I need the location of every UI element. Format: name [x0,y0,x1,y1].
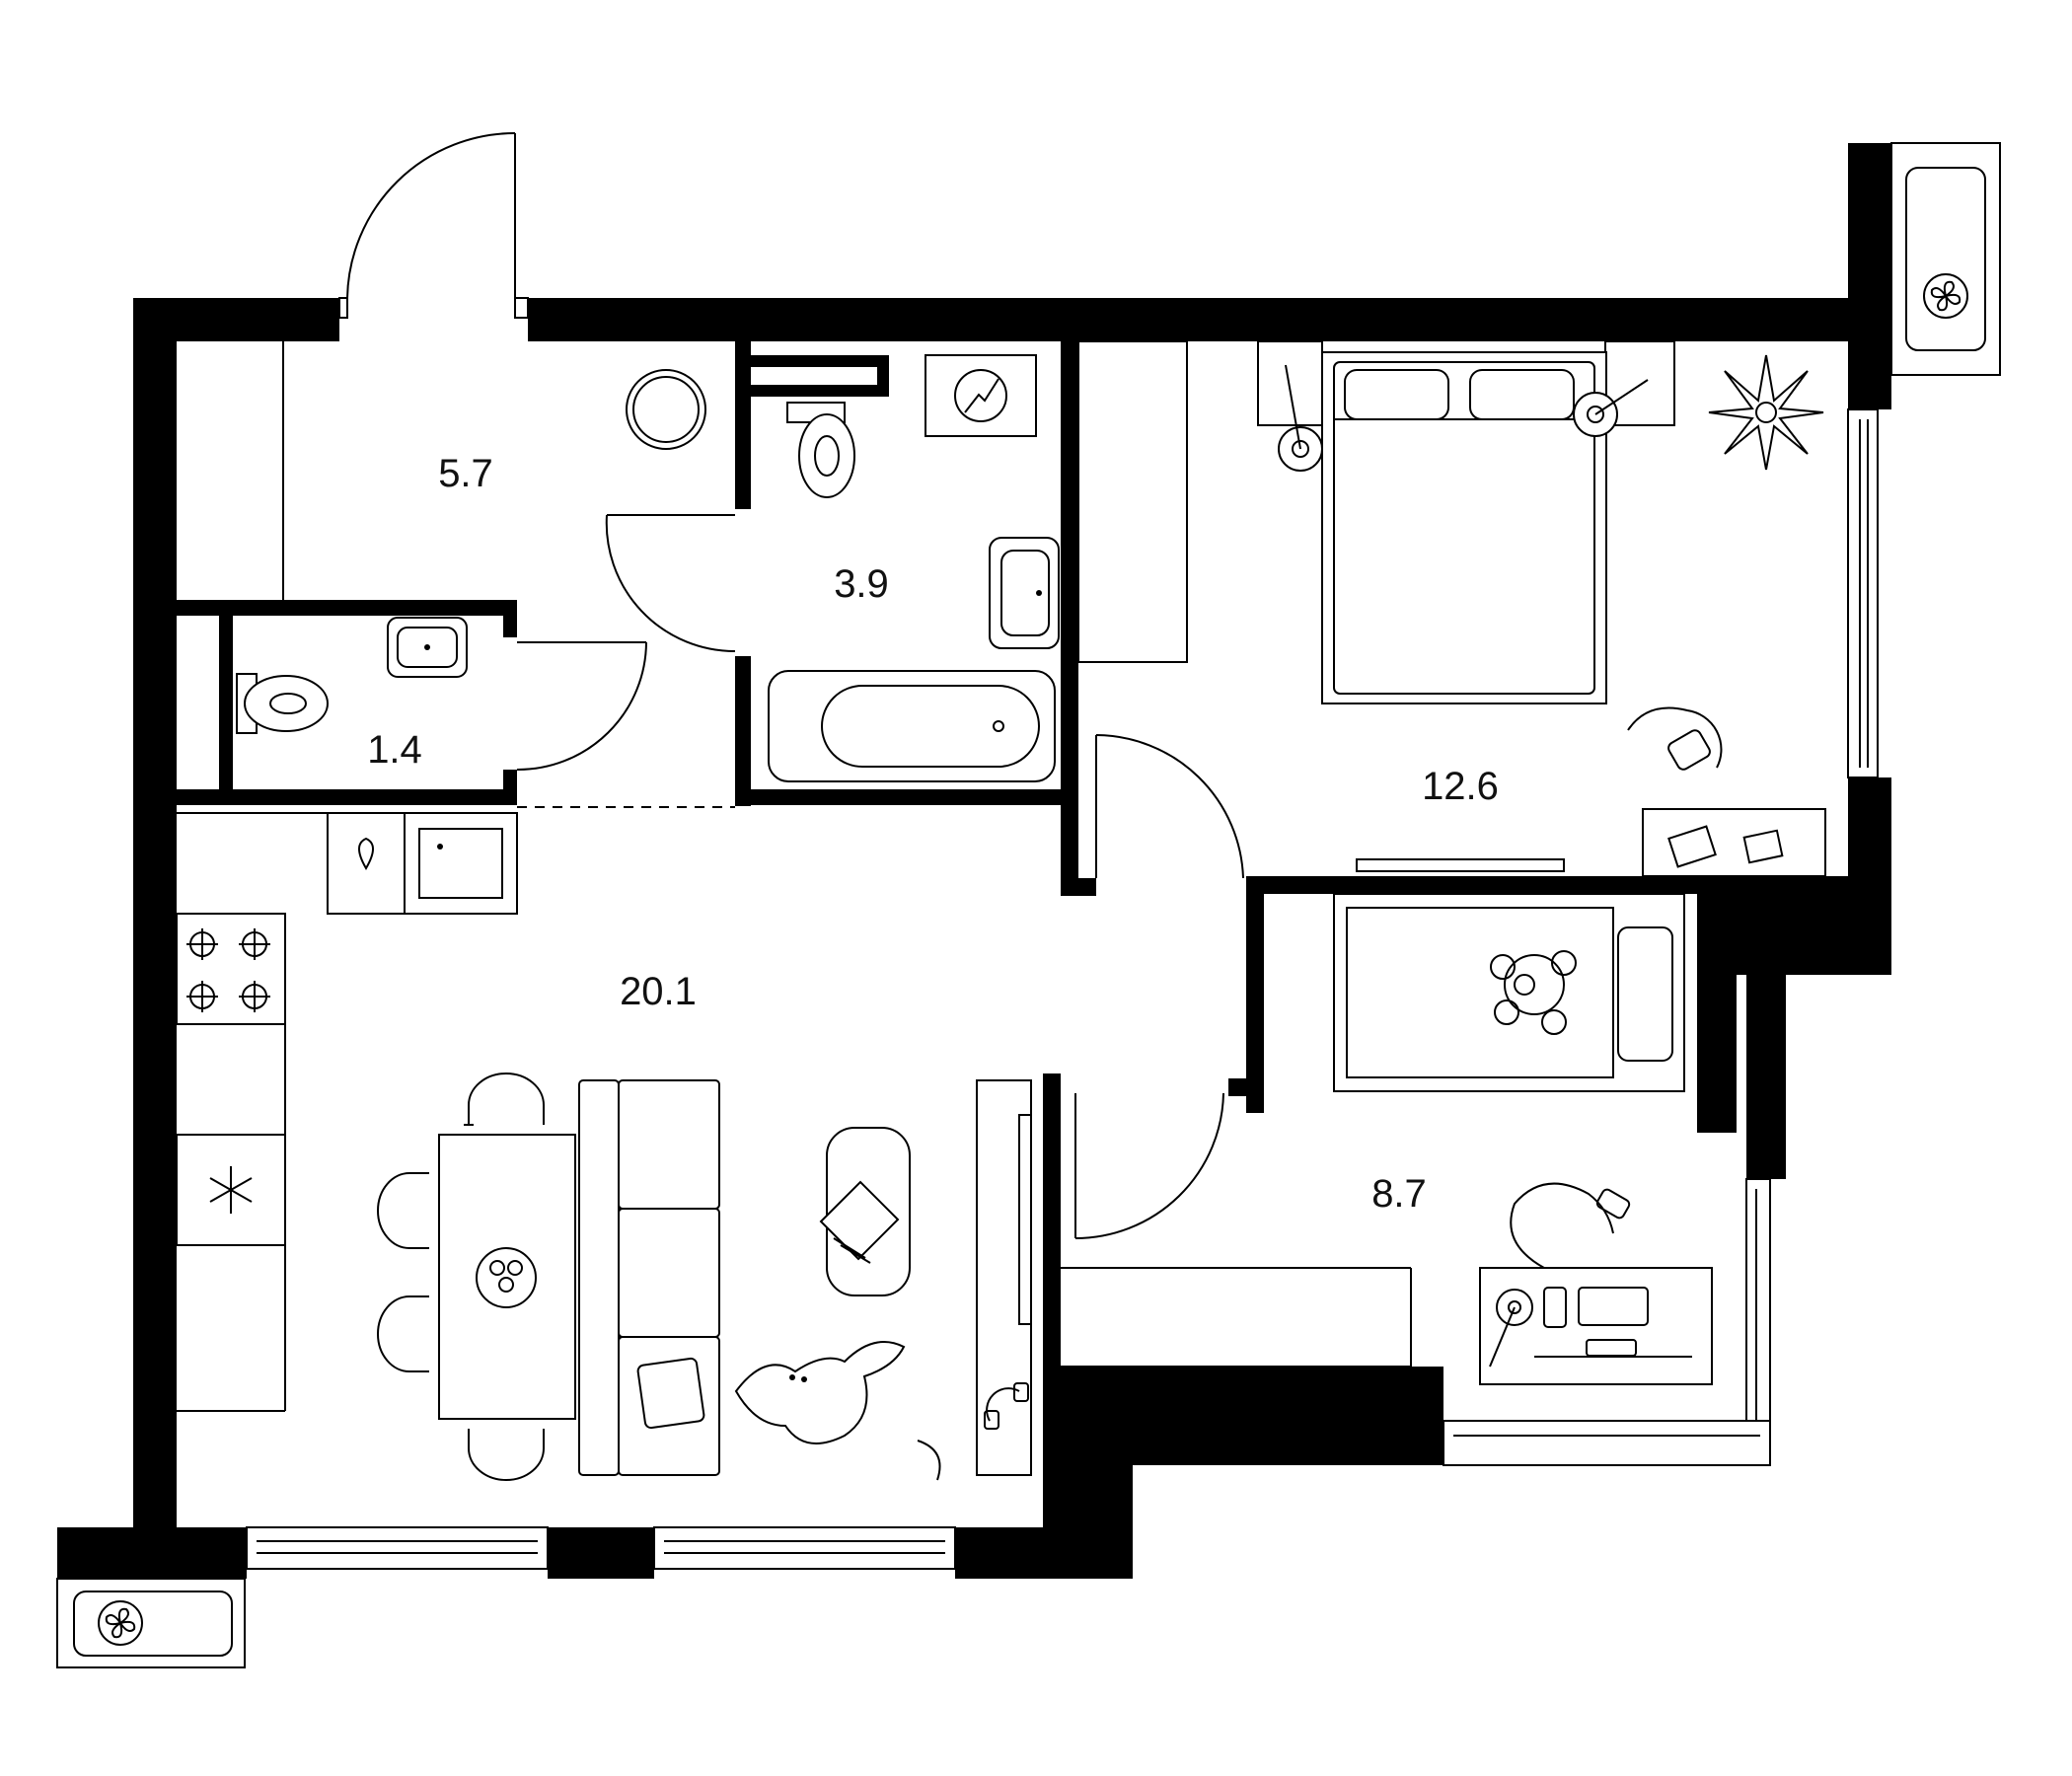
water-drop-icon [358,837,374,870]
headphones-icon [984,1382,1029,1430]
wall-right-bottom [1746,886,1786,1179]
wall-wc-left [219,600,233,805]
kids-room [1061,893,1713,1385]
stove [176,913,286,1025]
sofa-cushion [618,1208,720,1338]
room-area-kids-room: 8.7 [1371,1172,1427,1216]
room-area-wc: 1.4 [367,728,422,772]
wc-door-swing [516,641,647,772]
wall-bath-niche-top [751,355,889,367]
ac-unit-bottom-left [56,1578,246,1668]
bedroom [1077,340,1826,877]
fan-icon [1923,273,1968,319]
teddy-bear-icon [1490,950,1577,1035]
electrical-panel-icon [954,369,1007,422]
wall-wc-top [177,600,517,616]
wall-pillar-bottom [1058,1367,1133,1579]
wc-toilet [244,675,329,732]
wall-right-lower [1848,777,1891,886]
lamp-icon [1278,364,1649,472]
desk-chair [1510,1182,1631,1269]
window-kids-bottom [1443,1420,1771,1466]
desk-chair [1627,706,1723,771]
room-area-bathroom: 3.9 [834,562,889,606]
wall-top [528,298,1848,341]
wall-wc-bottom [177,789,517,805]
wall-bottom-kids [1133,1367,1443,1465]
window-bedroom [1847,408,1879,778]
plant-icon [1708,354,1824,471]
wall-bath-niche-bottom [751,385,889,397]
wall-kids-left-foot [1228,1078,1264,1096]
wall-bath-bottom [735,789,1061,805]
wall-bottom-mid [548,1527,654,1579]
dog-icon [734,1341,941,1481]
dining-table [438,1134,576,1420]
sofa-back [578,1079,620,1476]
snowflake-icon [209,1166,253,1214]
wall-bath-right-foot [1061,878,1096,896]
doors [338,132,1244,1239]
wall-left [133,298,177,1536]
chairs [377,1073,545,1481]
living [578,1079,1032,1481]
ac-box [1890,142,2001,376]
interior-walls [177,341,1848,1527]
bath-door-swing [605,514,736,653]
round-mirror [626,369,706,450]
dining [377,1073,576,1481]
nightstand-left [1257,340,1323,426]
bed-pillow [1344,369,1449,420]
bathtub [768,670,1056,782]
window-living-right [653,1526,956,1570]
fruit-bowl [476,1247,537,1308]
wall-top-left [133,298,339,341]
window-kids-right [1745,1178,1771,1446]
windows [246,408,1879,1570]
bath-sink [989,537,1060,649]
wall-bath-right [1061,341,1078,894]
tv [1018,1114,1032,1325]
wall-living-right [1043,1093,1061,1527]
wc-fixtures [236,617,468,734]
wall-bottom-left [57,1527,247,1579]
wall-bath-niche-side [877,355,889,397]
pillow [636,1357,705,1430]
wall-bottom-kids-end [1401,1411,1443,1465]
bedroom-door-swing [1095,734,1244,879]
wall-wc-door-bottom [503,770,517,805]
wall-bedroom-bottom [1246,876,1848,894]
bed-pillow [1469,369,1575,420]
kitchen [176,812,518,1412]
wall-living-nib [1043,1073,1061,1093]
window-living-left [246,1526,549,1570]
ac-unit-top-right [1890,142,2001,376]
wall-bath-left-top [735,341,751,509]
bath-toilet [798,413,855,498]
room-area-kitchen-living: 20.1 [620,970,697,1013]
bedroom-desk [1642,808,1826,877]
wall-kids-left [1246,876,1264,1113]
ac-box [56,1578,246,1668]
bedroom-tv [1356,858,1565,872]
wall-right-inner [1697,886,1737,1133]
wall-wc-door-top [503,600,517,637]
room-area-bedroom: 12.6 [1422,765,1499,808]
entrance-door-swing [346,132,516,299]
wall-bath-left-bottom [735,656,751,806]
fan-icon [98,1600,143,1646]
bathroom-fixtures [768,354,1060,782]
laptop [1578,1287,1649,1326]
sink-cabinet [327,812,406,915]
stove-burner-icon [186,928,270,1012]
kids-door-swing [1074,1092,1224,1239]
sofa-cushion [618,1079,720,1210]
walls [57,143,1891,1579]
room-area-hallway: 5.7 [438,452,493,495]
area-labels: 5.7 3.9 1.4 12.6 20.1 8.7 [367,452,1499,1216]
wall-pillar-top-right [1848,143,1891,409]
bedroom-wardrobe [1077,340,1188,663]
hallway [282,341,706,600]
